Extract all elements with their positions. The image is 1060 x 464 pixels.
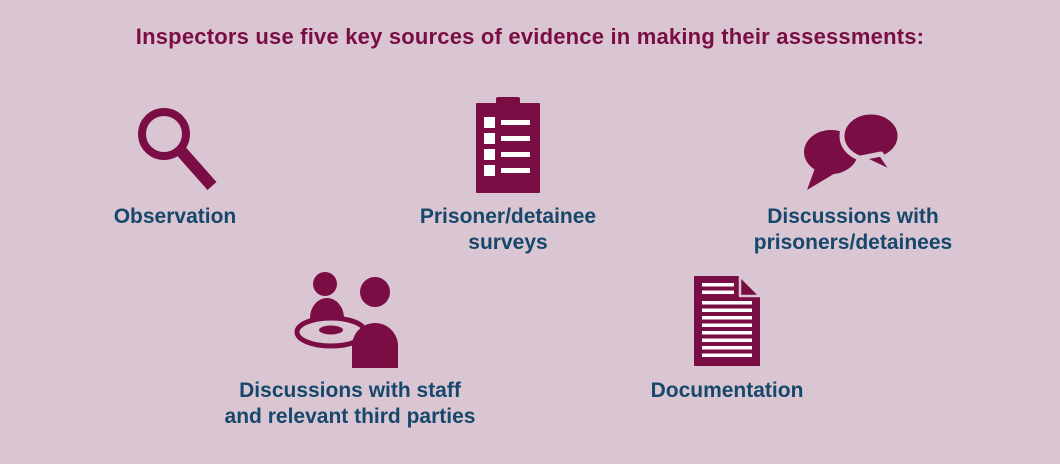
icon-box	[472, 96, 544, 194]
item-label: Documentation	[650, 379, 804, 402]
icon-box	[130, 98, 220, 194]
icon-box	[688, 272, 766, 368]
item-documentation: Documentation	[577, 272, 877, 404]
item-label: Discussions with prisoners/detainees	[753, 205, 953, 255]
item-label: Prisoner/detainee surveys	[419, 205, 597, 255]
item-discussions-prisoners: Discussions with prisoners/detainees	[683, 98, 1023, 257]
item-discussions-staff: Discussions with staff and relevant thir…	[135, 266, 565, 431]
icon-box	[797, 98, 909, 194]
item-label: Discussions with staff and relevant thir…	[224, 379, 476, 429]
document-icon	[694, 274, 762, 366]
speech-bubbles-icon	[804, 109, 903, 190]
item-surveys: Prisoner/detainee surveys	[358, 96, 658, 257]
icon-box	[291, 266, 409, 368]
page-title: Inspectors use five key sources of evide…	[135, 24, 925, 49]
meeting-table-icon	[294, 272, 398, 368]
clipboard-checklist-icon	[476, 97, 540, 193]
item-observation: Observation	[45, 98, 305, 230]
item-label: Observation	[113, 205, 237, 228]
magnifier-icon	[138, 108, 217, 190]
